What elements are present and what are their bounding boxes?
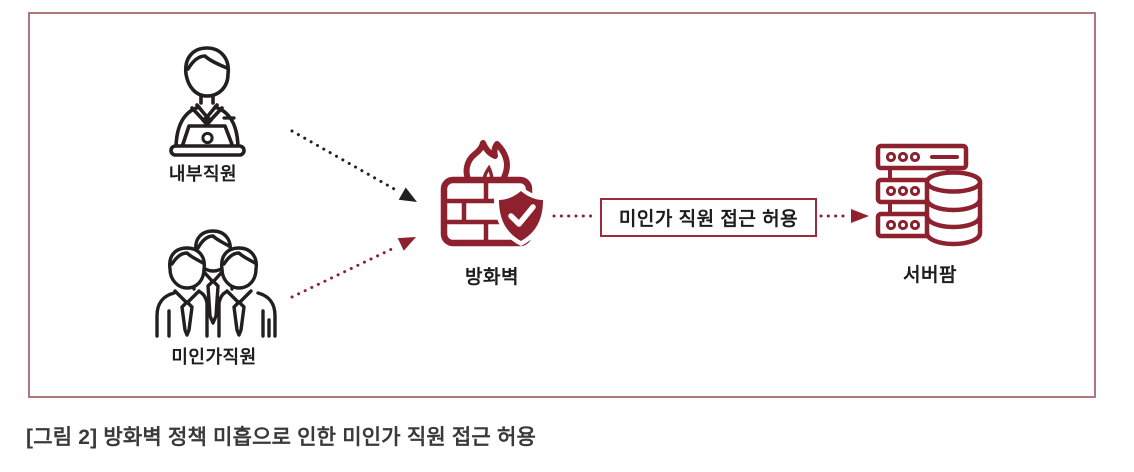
figure-caption: [그림 2] 방화벽 정책 미흡으로 인한 미인가 직원 접근 허용 xyxy=(26,426,537,449)
flow-label-box: 미인가 직원 접근 허용 xyxy=(600,198,817,237)
unauthorized-to-firewall-arrow xyxy=(290,237,416,299)
internal-employee-label: 내부직원 xyxy=(168,164,238,184)
firewall-shield-check-icon xyxy=(440,140,548,247)
internal-to-firewall-arrow xyxy=(290,129,417,202)
firewall-to-server-arrow xyxy=(552,209,869,223)
firewall-label: 방화벽 xyxy=(465,267,519,288)
flow-label-text: 미인가 직원 접근 허용 xyxy=(618,209,799,230)
employee-with-laptop-icon xyxy=(169,46,246,157)
unauthorized-employees-label: 미인가직원 xyxy=(171,347,257,367)
server-rack-database-icon xyxy=(875,143,983,247)
server-farm-label: 서버팜 xyxy=(903,265,957,286)
employee-group-icon xyxy=(155,229,277,338)
